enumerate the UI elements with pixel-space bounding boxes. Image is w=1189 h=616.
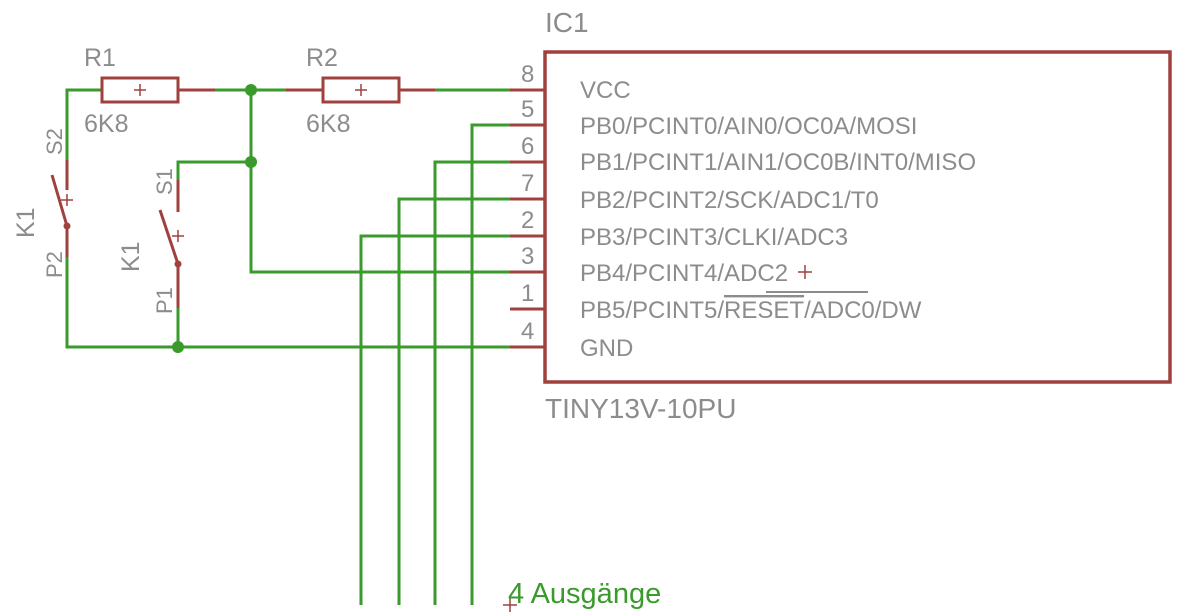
resistor-r1[interactable]: R1 6K8 xyxy=(84,44,215,138)
switch-pin-top: S1 xyxy=(152,168,177,195)
wire-s1-to-node xyxy=(176,160,251,180)
wires xyxy=(65,88,510,605)
resistor-r2[interactable]: R2 6K8 xyxy=(286,44,435,138)
ic-value: TINY13V-10PU xyxy=(545,393,736,424)
origin-cross-icon xyxy=(798,265,812,279)
resistor-r2-name: R2 xyxy=(306,44,338,72)
ic-name: IC1 xyxy=(545,7,589,38)
switch-contact xyxy=(63,222,71,230)
switch-pin-bottom: P2 xyxy=(42,251,67,278)
wire-out-pb3 xyxy=(359,234,510,605)
switch-k1-right[interactable]: K1 S1 P1 xyxy=(117,168,184,314)
origin-cross-icon xyxy=(503,598,517,612)
wire-out-pb2 xyxy=(397,197,510,605)
junction-dot xyxy=(245,84,257,96)
pin-number: 3 xyxy=(521,243,534,270)
junction-dot xyxy=(245,156,257,168)
origin-cross-icon xyxy=(355,84,367,96)
pin-name: PB1/PCINT1/AIN1/OC0B/INT0/MISO xyxy=(580,149,976,176)
pin-name: PB0/PCINT0/AIN0/OC0A/MOSI xyxy=(580,113,917,140)
resistor-r1-name: R1 xyxy=(84,44,116,72)
pin-number: 5 xyxy=(521,96,534,123)
switch-name: K1 xyxy=(117,241,145,272)
pin-name: PB2/PCINT2/SCK/ADC1/T0 xyxy=(580,187,879,214)
pin-number: 6 xyxy=(521,133,534,160)
wire-out-pb0 xyxy=(470,123,510,605)
pin-name: GND xyxy=(580,335,633,362)
ic-body xyxy=(543,50,1172,384)
origin-cross-icon xyxy=(172,230,184,242)
switch-contact xyxy=(174,260,182,268)
pin-name-reset: PB5/PCINT5/RESET/ADC0/DW xyxy=(580,297,922,324)
wire-s2-to-r1 xyxy=(65,88,102,160)
pin-lead xyxy=(510,88,545,349)
origin-cross-icon xyxy=(61,194,73,206)
pin-number: 8 xyxy=(521,61,534,88)
net-label-outputs: 4 Ausgänge xyxy=(508,578,661,610)
resistor-r2-value: 6K8 xyxy=(306,110,350,138)
junction-dot xyxy=(172,341,184,353)
ic-tiny13[interactable]: IC1 TINY13V-10PU 8 5 6 7 2 3 1 4 VCC PB0… xyxy=(510,7,1172,424)
switch-pin-bottom: P1 xyxy=(152,287,177,314)
switch-pin-top: S2 xyxy=(42,128,67,155)
origin-cross-icon xyxy=(134,84,146,96)
pin-name: PB4/PCINT4/ADC2 xyxy=(580,260,788,287)
switch-name: K1 xyxy=(12,207,40,238)
pin-name: PB3/PCINT3/CLKI/ADC3 xyxy=(580,224,848,251)
pin-name: VCC xyxy=(580,77,631,104)
pin-number: 2 xyxy=(521,207,534,234)
pin-number: 7 xyxy=(521,170,534,197)
wire-divider-node xyxy=(249,90,510,274)
switch-k1-left[interactable]: K1 S2 P2 xyxy=(12,128,73,278)
pin-number: 4 xyxy=(521,318,534,345)
pin-number: 1 xyxy=(521,280,534,307)
wire-out-pb1 xyxy=(433,160,510,605)
resistor-r1-value: 6K8 xyxy=(84,110,128,138)
